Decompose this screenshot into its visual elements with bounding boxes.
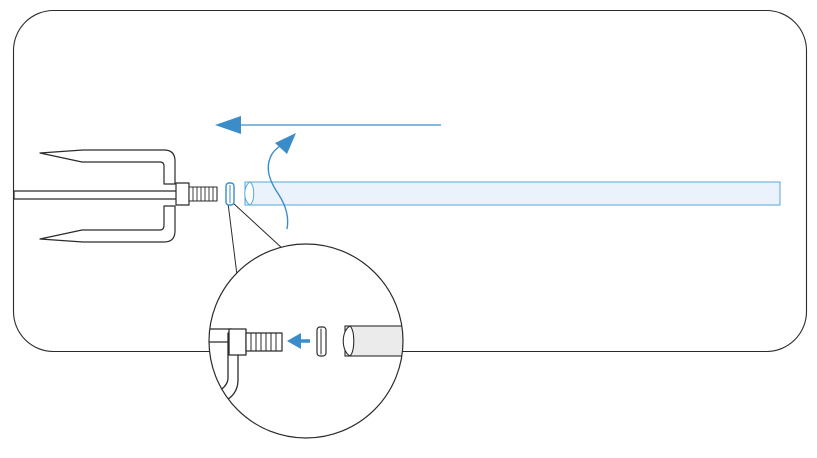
zoom-detail — [208, 243, 404, 439]
arrow-left-icon — [215, 116, 441, 134]
frame-panel — [12, 9, 808, 353]
threaded-connector — [188, 186, 218, 202]
rotate-arrow-icon — [267, 133, 296, 230]
fork-head — [13, 149, 190, 243]
end-cap — [225, 182, 235, 206]
zoom-leader-lines — [227, 202, 284, 276]
pole-tube — [244, 181, 781, 206]
